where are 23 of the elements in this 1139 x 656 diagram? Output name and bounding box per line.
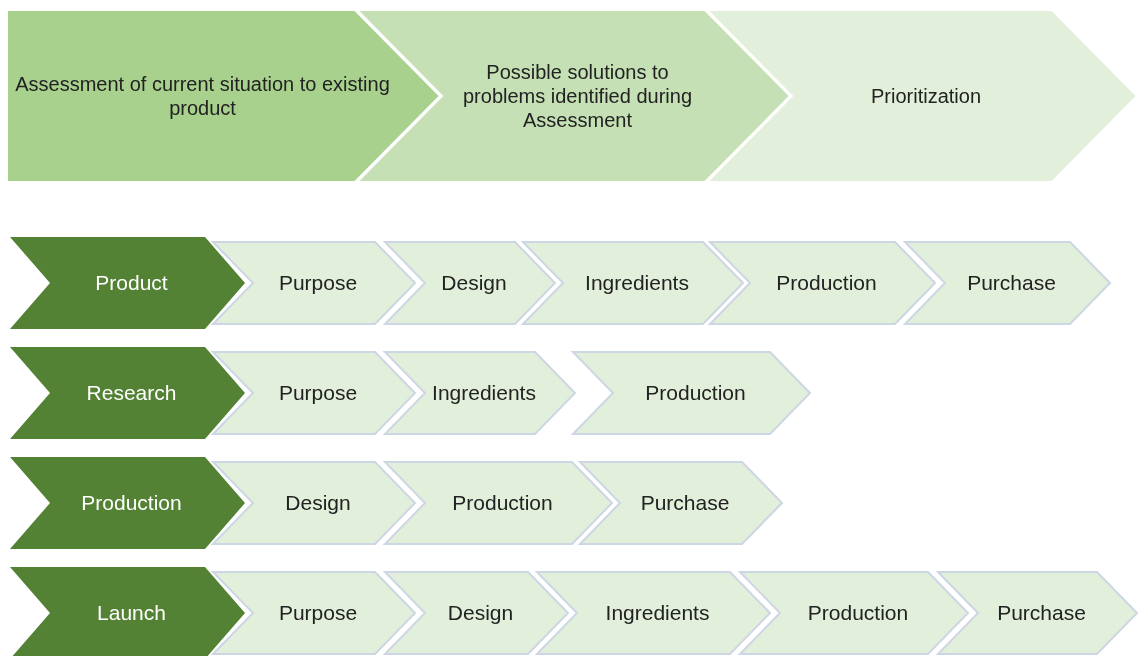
- step-label: Purpose: [277, 601, 359, 625]
- step-label: Production: [451, 491, 554, 515]
- step-label: Production: [644, 381, 747, 405]
- step-label: Ingredients: [431, 381, 537, 405]
- step-label: Purchase: [996, 601, 1087, 625]
- step-label: Possible solutions to problems identified during Assessment: [462, 60, 693, 132]
- step-label: Production: [806, 601, 910, 625]
- step-label: Production: [80, 491, 183, 515]
- step-label: Ingredients: [604, 601, 711, 625]
- step-label: Ingredients: [584, 271, 690, 295]
- step-label: Prioritization: [869, 84, 982, 108]
- step-label: Purpose: [277, 271, 359, 295]
- step-label: Design: [440, 271, 508, 295]
- step-label: Assessment of current situation to existing product: [15, 72, 390, 120]
- step-label: Design: [446, 601, 515, 625]
- step-label: Production: [775, 271, 878, 295]
- step-label: Purchase: [639, 491, 731, 515]
- step-label: Launch: [96, 601, 167, 625]
- step-label: Purpose: [277, 381, 359, 405]
- step-label: Research: [85, 381, 178, 405]
- step-label: Product: [94, 271, 169, 295]
- step-label: Design: [284, 491, 352, 515]
- step-label: Purchase: [966, 271, 1057, 295]
